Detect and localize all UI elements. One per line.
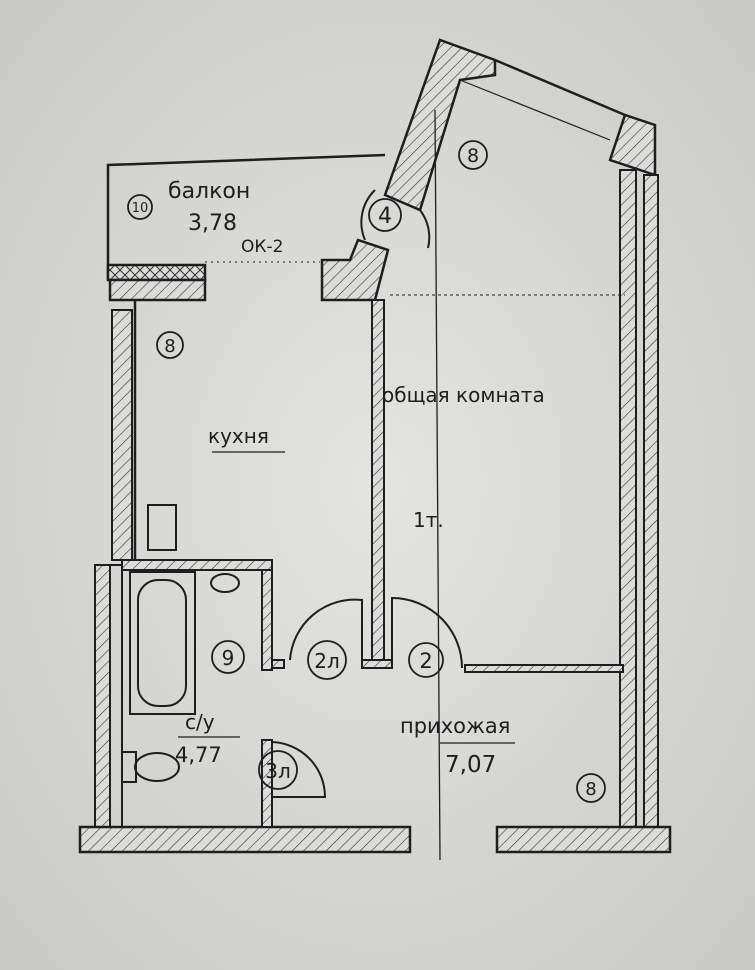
kitchen-room-partition: [371, 299, 385, 669]
door-4-label: 4: [378, 204, 392, 229]
hallway-name: прихожая: [400, 714, 510, 738]
balcony-name: балкон: [168, 179, 250, 204]
kitchen-top-wall: [108, 278, 207, 302]
balcony-railing: [106, 153, 386, 280]
walls: [78, 38, 672, 861]
balcony-window-code: ОК-2: [241, 237, 283, 257]
door-2-label: 2: [419, 649, 432, 673]
left-wall-upper: [111, 309, 133, 561]
floor-mark: 1т.: [413, 508, 444, 532]
bathtub: [129, 571, 196, 715]
hallway-finish-code: 8: [585, 779, 596, 800]
door-swings: [271, 189, 463, 798]
hallway-partition: [464, 664, 624, 673]
door-3l-label: 3л: [265, 759, 291, 783]
living-room-finish-code: 8: [467, 145, 479, 167]
balcony-wall: [106, 263, 207, 282]
living-room-name: общая комната: [382, 383, 545, 407]
bay-wall-lower: [320, 238, 390, 302]
bottom-wall-right: [495, 825, 672, 854]
bathroom-finish-code: 9: [222, 646, 235, 670]
door-3l-swing: [271, 741, 327, 798]
door-2l-label: 2л: [314, 649, 340, 673]
right-wall: [619, 169, 637, 828]
bathroom-name: с/у: [185, 710, 215, 734]
balcony-finish-code: 10: [132, 201, 149, 216]
toilet-tank: [121, 751, 137, 783]
hallway-area: 7,07: [445, 752, 496, 778]
door-4-swing: [360, 189, 431, 249]
door-2-swing: [391, 596, 463, 669]
bathtub-inner: [137, 579, 187, 707]
bathroom-area: 4,77: [175, 743, 222, 767]
bottom-wall-left: [78, 825, 412, 854]
kitchen-name: кухня: [208, 424, 269, 448]
left-wall-lower: [94, 564, 111, 828]
kitchen-finish-code: 8: [164, 336, 175, 357]
bathroom-right-wall: [261, 569, 273, 671]
bathroom-top-wall: [121, 559, 273, 571]
axis-line: [434, 109, 441, 861]
bay-wall-right: [608, 113, 657, 177]
balcony-area: 3,78: [188, 211, 237, 236]
kitchen-stove: [147, 504, 177, 551]
washbasin: [210, 573, 240, 593]
door-2l-swing: [289, 598, 363, 665]
fixtures: [121, 504, 240, 783]
